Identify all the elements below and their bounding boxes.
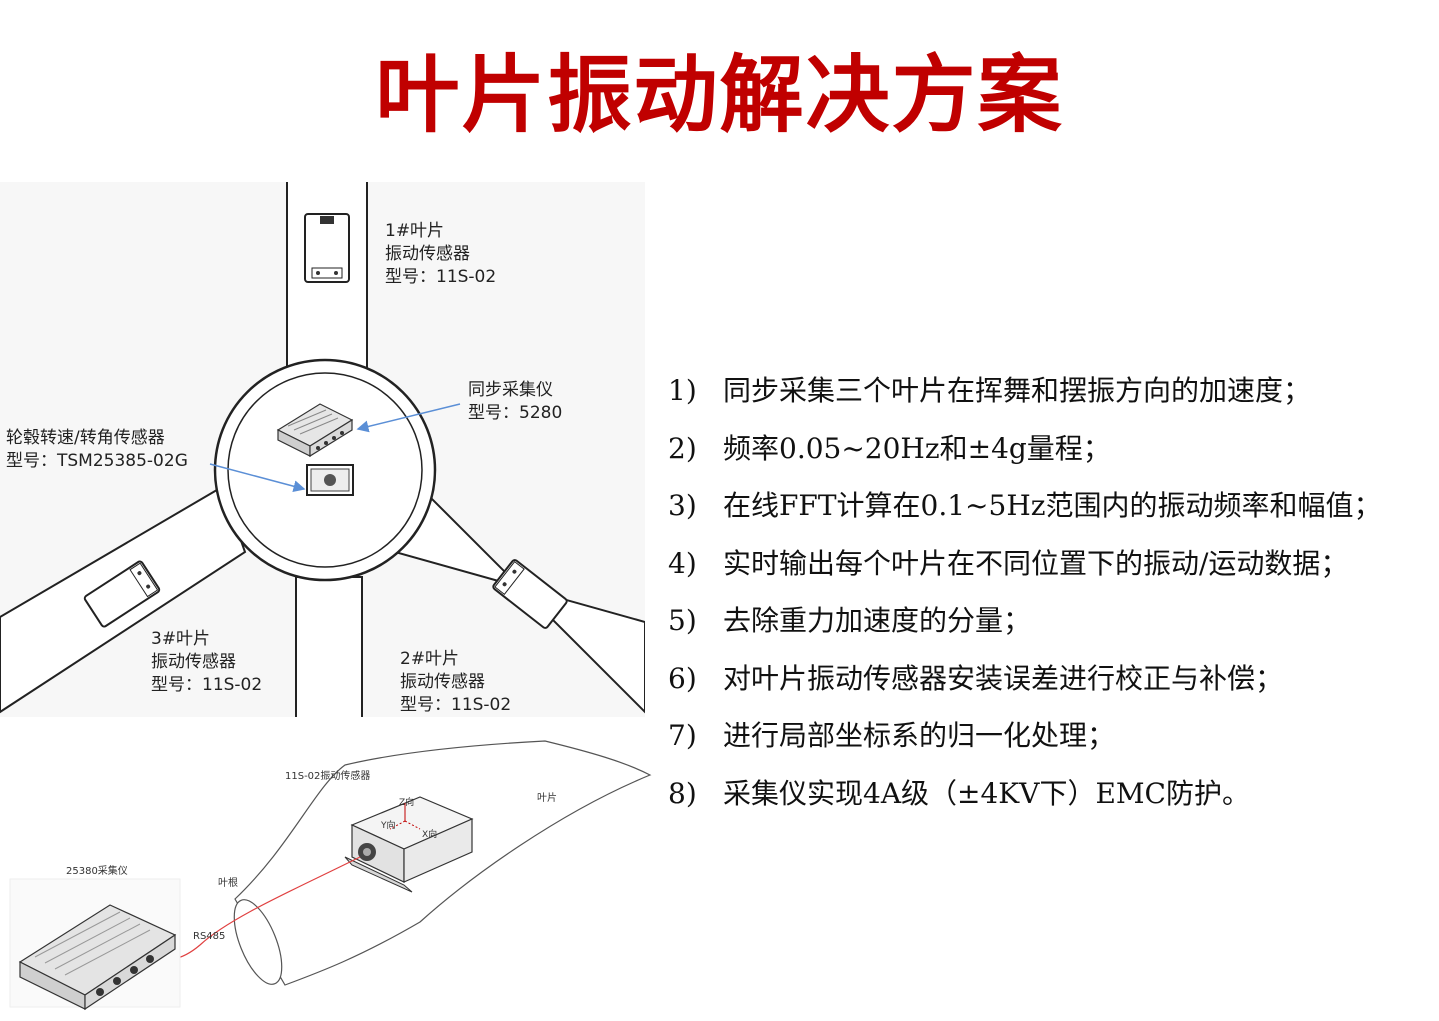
sensor-11s02 [344,796,474,893]
blade2-sensor [492,559,568,629]
installation-diagram-drawing [9,740,652,1011]
hub-diagram-drawing [0,182,645,717]
rs485-label: RS485 [193,931,226,942]
list-item: 5)去除重力加速度的分量； [668,604,1032,637]
x-axis-label: X向 [422,830,438,840]
sensor-label: 11S-02振动传感器 [285,771,371,782]
blade1-label: 1#叶片 振动传感器 型号：11S-02 [385,221,497,287]
z-axis-label: Z向 [399,798,415,808]
list-item: 8)采集仪实现4A级（±4KV下）EMC防护。 [668,776,1250,810]
blade-label: 叶片 [537,793,557,804]
hub-sensor-label: 轮毂转速/转角传感器 型号：TSM25385-02G [6,428,188,471]
collector-25380 [9,878,181,1011]
hub-speed-sensor [306,464,354,496]
list-item: 7)进行局部坐标系的归一化处理； [668,719,1116,752]
feature-list: 1)同步采集三个叶片在挥舞和摆振方向的加速度； 2)频率0.05~20Hz和±4… [668,362,1438,822]
list-item: 2)频率0.05~20Hz和±4g量程； [668,431,1111,465]
list-item: 4)实时输出每个叶片在不同位置下的振动/运动数据； [668,546,1349,580]
collector-device [276,403,354,458]
list-item: 6)对叶片振动传感器安装误差进行校正与补偿； [668,661,1284,695]
page-title: 叶片振动解决方案 [375,46,1064,144]
collector-25380-label: 25380采集仪 [66,866,128,877]
root-label: 叶根 [218,878,238,889]
list-item: 3)在线FFT计算在0.1~5Hz范围内的振动频率和幅值； [668,489,1382,522]
blade3-label: 3#叶片 振动传感器 型号：11S-02 [151,629,263,695]
blade3-sensor [83,560,161,628]
blade2-label: 2#叶片 振动传感器 型号：11S-02 [400,649,512,715]
hub-diagram: 1#叶片 振动传感器 型号：11S-02 同步采集仪 型号：5280 轮毂转速/… [0,182,645,717]
blade1-sensor [304,213,350,283]
installation-diagram: 11S-02振动传感器 叶片 叶根 25380采集仪 RS485 Z向 Y向 X… [0,717,660,1021]
y-axis-label: Y向 [381,821,396,831]
list-item: 1)同步采集三个叶片在挥舞和摆振方向的加速度； [668,374,1312,407]
collector-label: 同步采集仪 型号：5280 [468,380,563,423]
